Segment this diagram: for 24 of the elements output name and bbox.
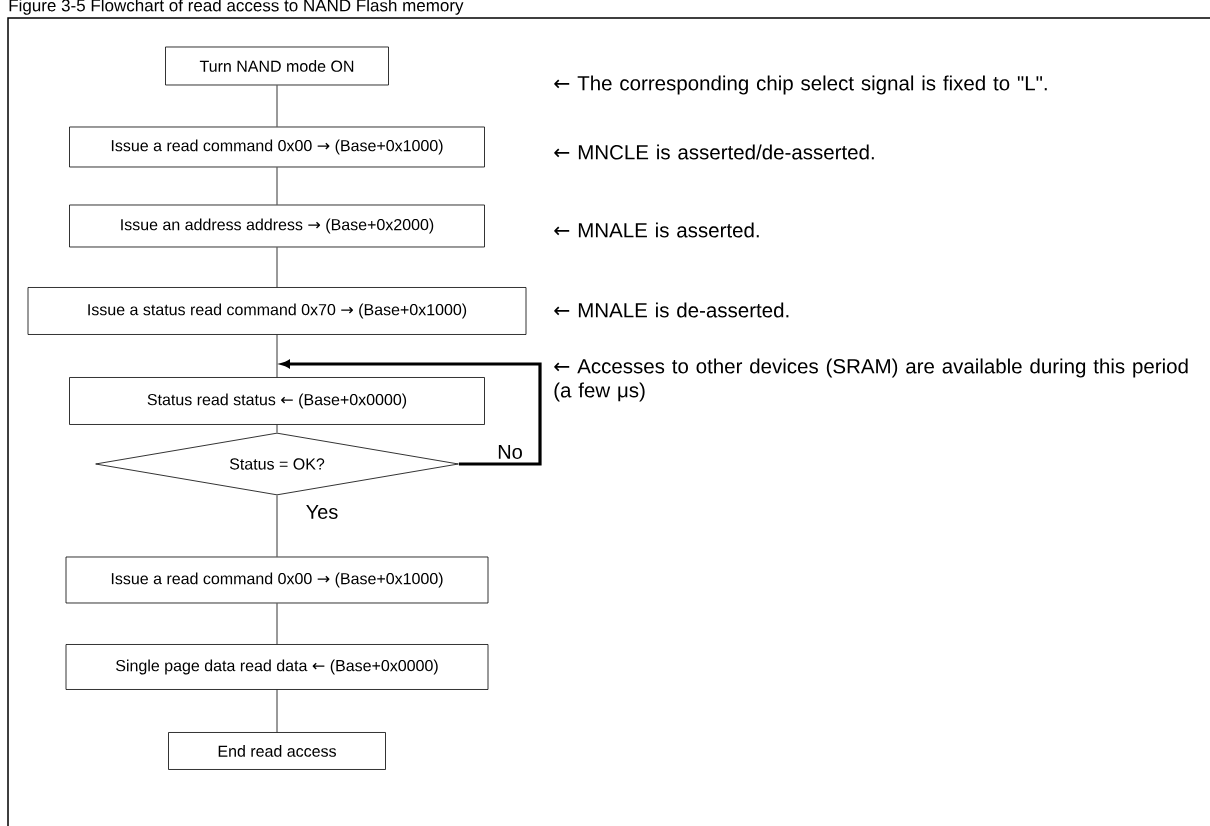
process-box: Issue a status read command 0x70 → (Base+0x1000) — [27, 287, 527, 335]
connector-line — [276, 334, 278, 378]
process-box: Issue an address address → (Base+0x2000) — [69, 204, 485, 248]
connector-line — [276, 247, 278, 288]
process-box: Issue a read command 0x00 → (Base+0x1000) — [69, 126, 485, 168]
connector-line — [276, 603, 278, 645]
annotation: ← The corresponding chip select signal is fixed to "L". — [554, 75, 1047, 95]
process-box: End read access — [168, 732, 386, 770]
process-box: Issue a read command 0x00 → (Base+0x1000) — [65, 556, 489, 604]
process-box: Status read status ← (Base+0x0000) — [69, 377, 485, 425]
connector-line — [276, 167, 278, 205]
arrow — [280, 360, 542, 466]
connector-line — [276, 85, 278, 127]
edge-label: Yes — [304, 504, 340, 520]
connector-line — [276, 424, 278, 433]
process-box: Single page data read data ← (Base+0x0000) — [65, 644, 489, 690]
annotation: ← MNCLE is asserted/de-asserted. — [554, 144, 874, 160]
annotation: ← Accesses to other devices (SRAM) are available during this period (a few μs) — [554, 358, 1188, 402]
annotation: ← MNALE is de-asserted. — [554, 302, 789, 318]
edge-label: No — [496, 444, 524, 460]
process-box: Turn NAND mode ON — [165, 46, 389, 86]
connector-line — [276, 689, 278, 733]
annotation: ← MNALE is asserted. — [554, 222, 759, 238]
connector-line — [276, 495, 278, 557]
